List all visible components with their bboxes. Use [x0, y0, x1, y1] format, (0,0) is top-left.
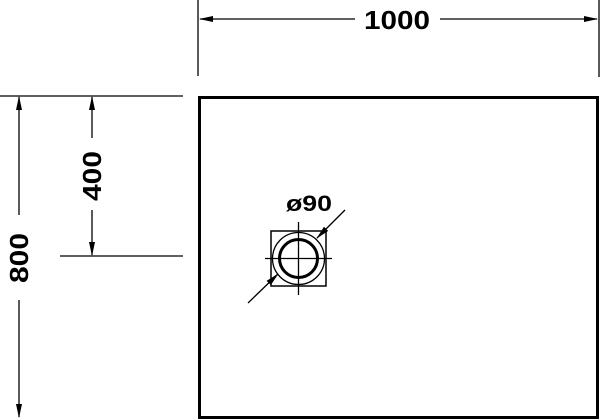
width-label: 1000 [364, 5, 430, 35]
width-dimension: 1000 [197, 0, 600, 77]
tray-outline [198, 96, 599, 419]
depth-dimension: 800 [4, 96, 34, 418]
drain-offset-label: 400 [77, 151, 107, 201]
drain-diameter-label: ø90 [286, 191, 332, 216]
drain-symbol: ø90 [247, 191, 346, 304]
depth-label: 800 [4, 233, 34, 283]
drain-offset-dimension: 400 [77, 96, 107, 256]
